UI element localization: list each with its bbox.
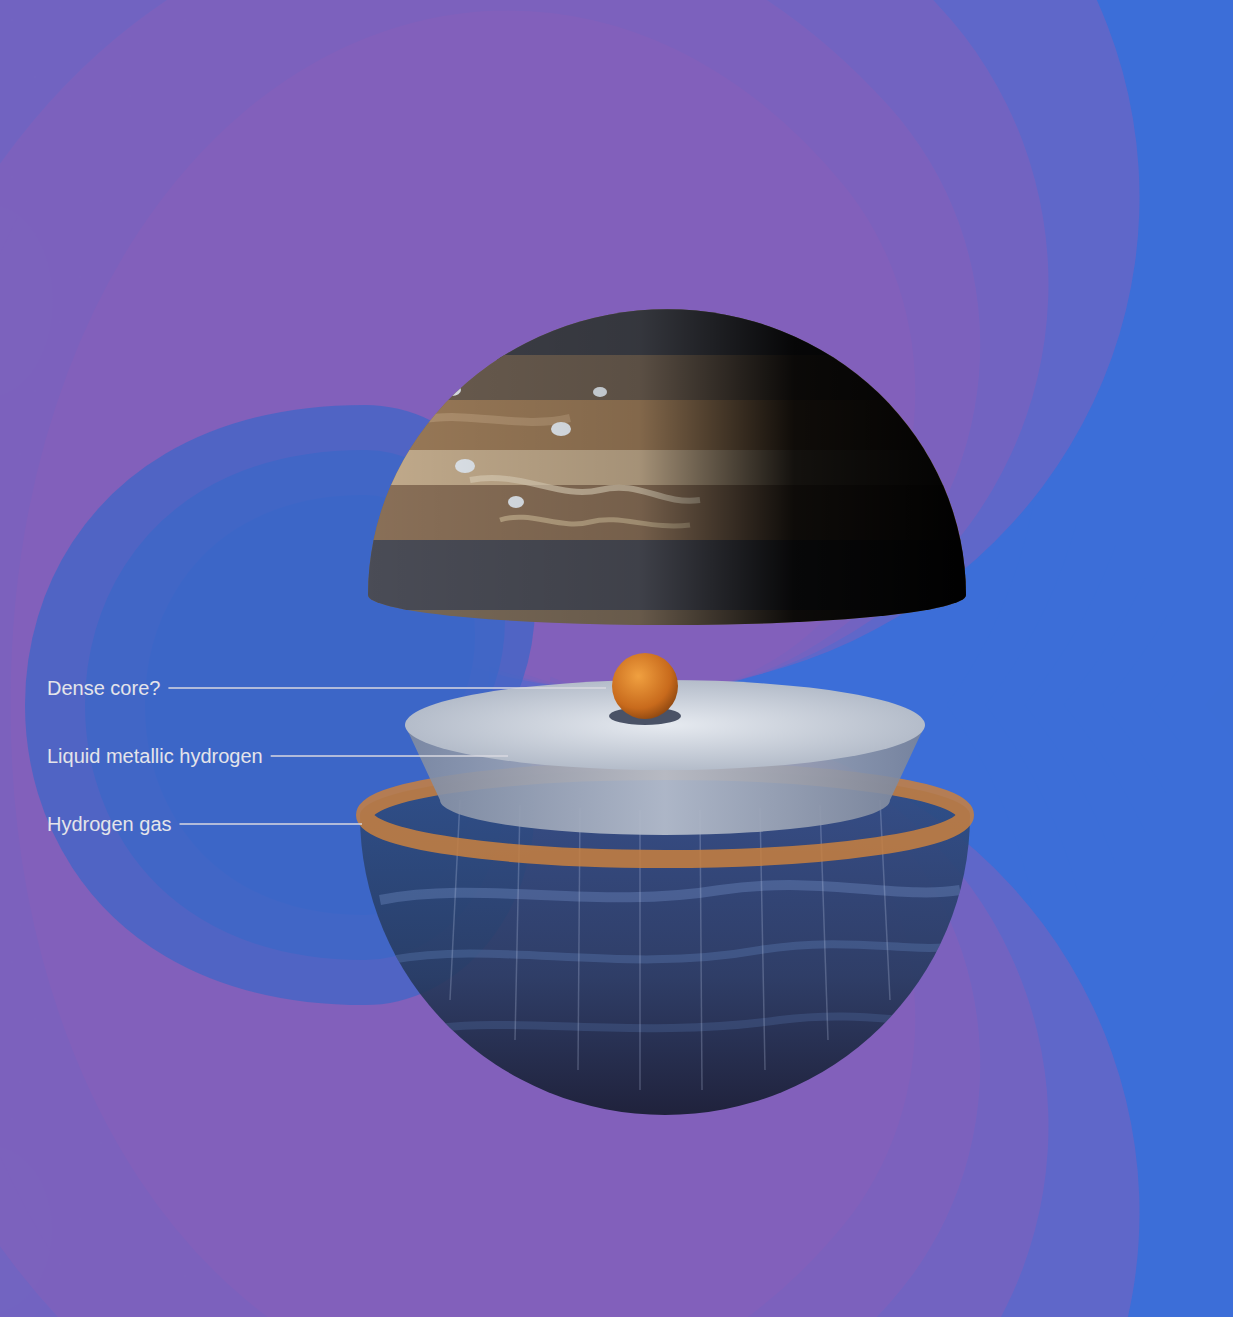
part-label: Liquid metallic hydrogen	[47, 744, 263, 768]
part-label: Dense core?	[47, 676, 160, 700]
dense-core	[612, 653, 678, 719]
part-label: Hydrogen gas	[47, 812, 172, 836]
upper-hemisphere	[360, 300, 980, 630]
magnetic-field-lines	[0, 0, 647, 1317]
